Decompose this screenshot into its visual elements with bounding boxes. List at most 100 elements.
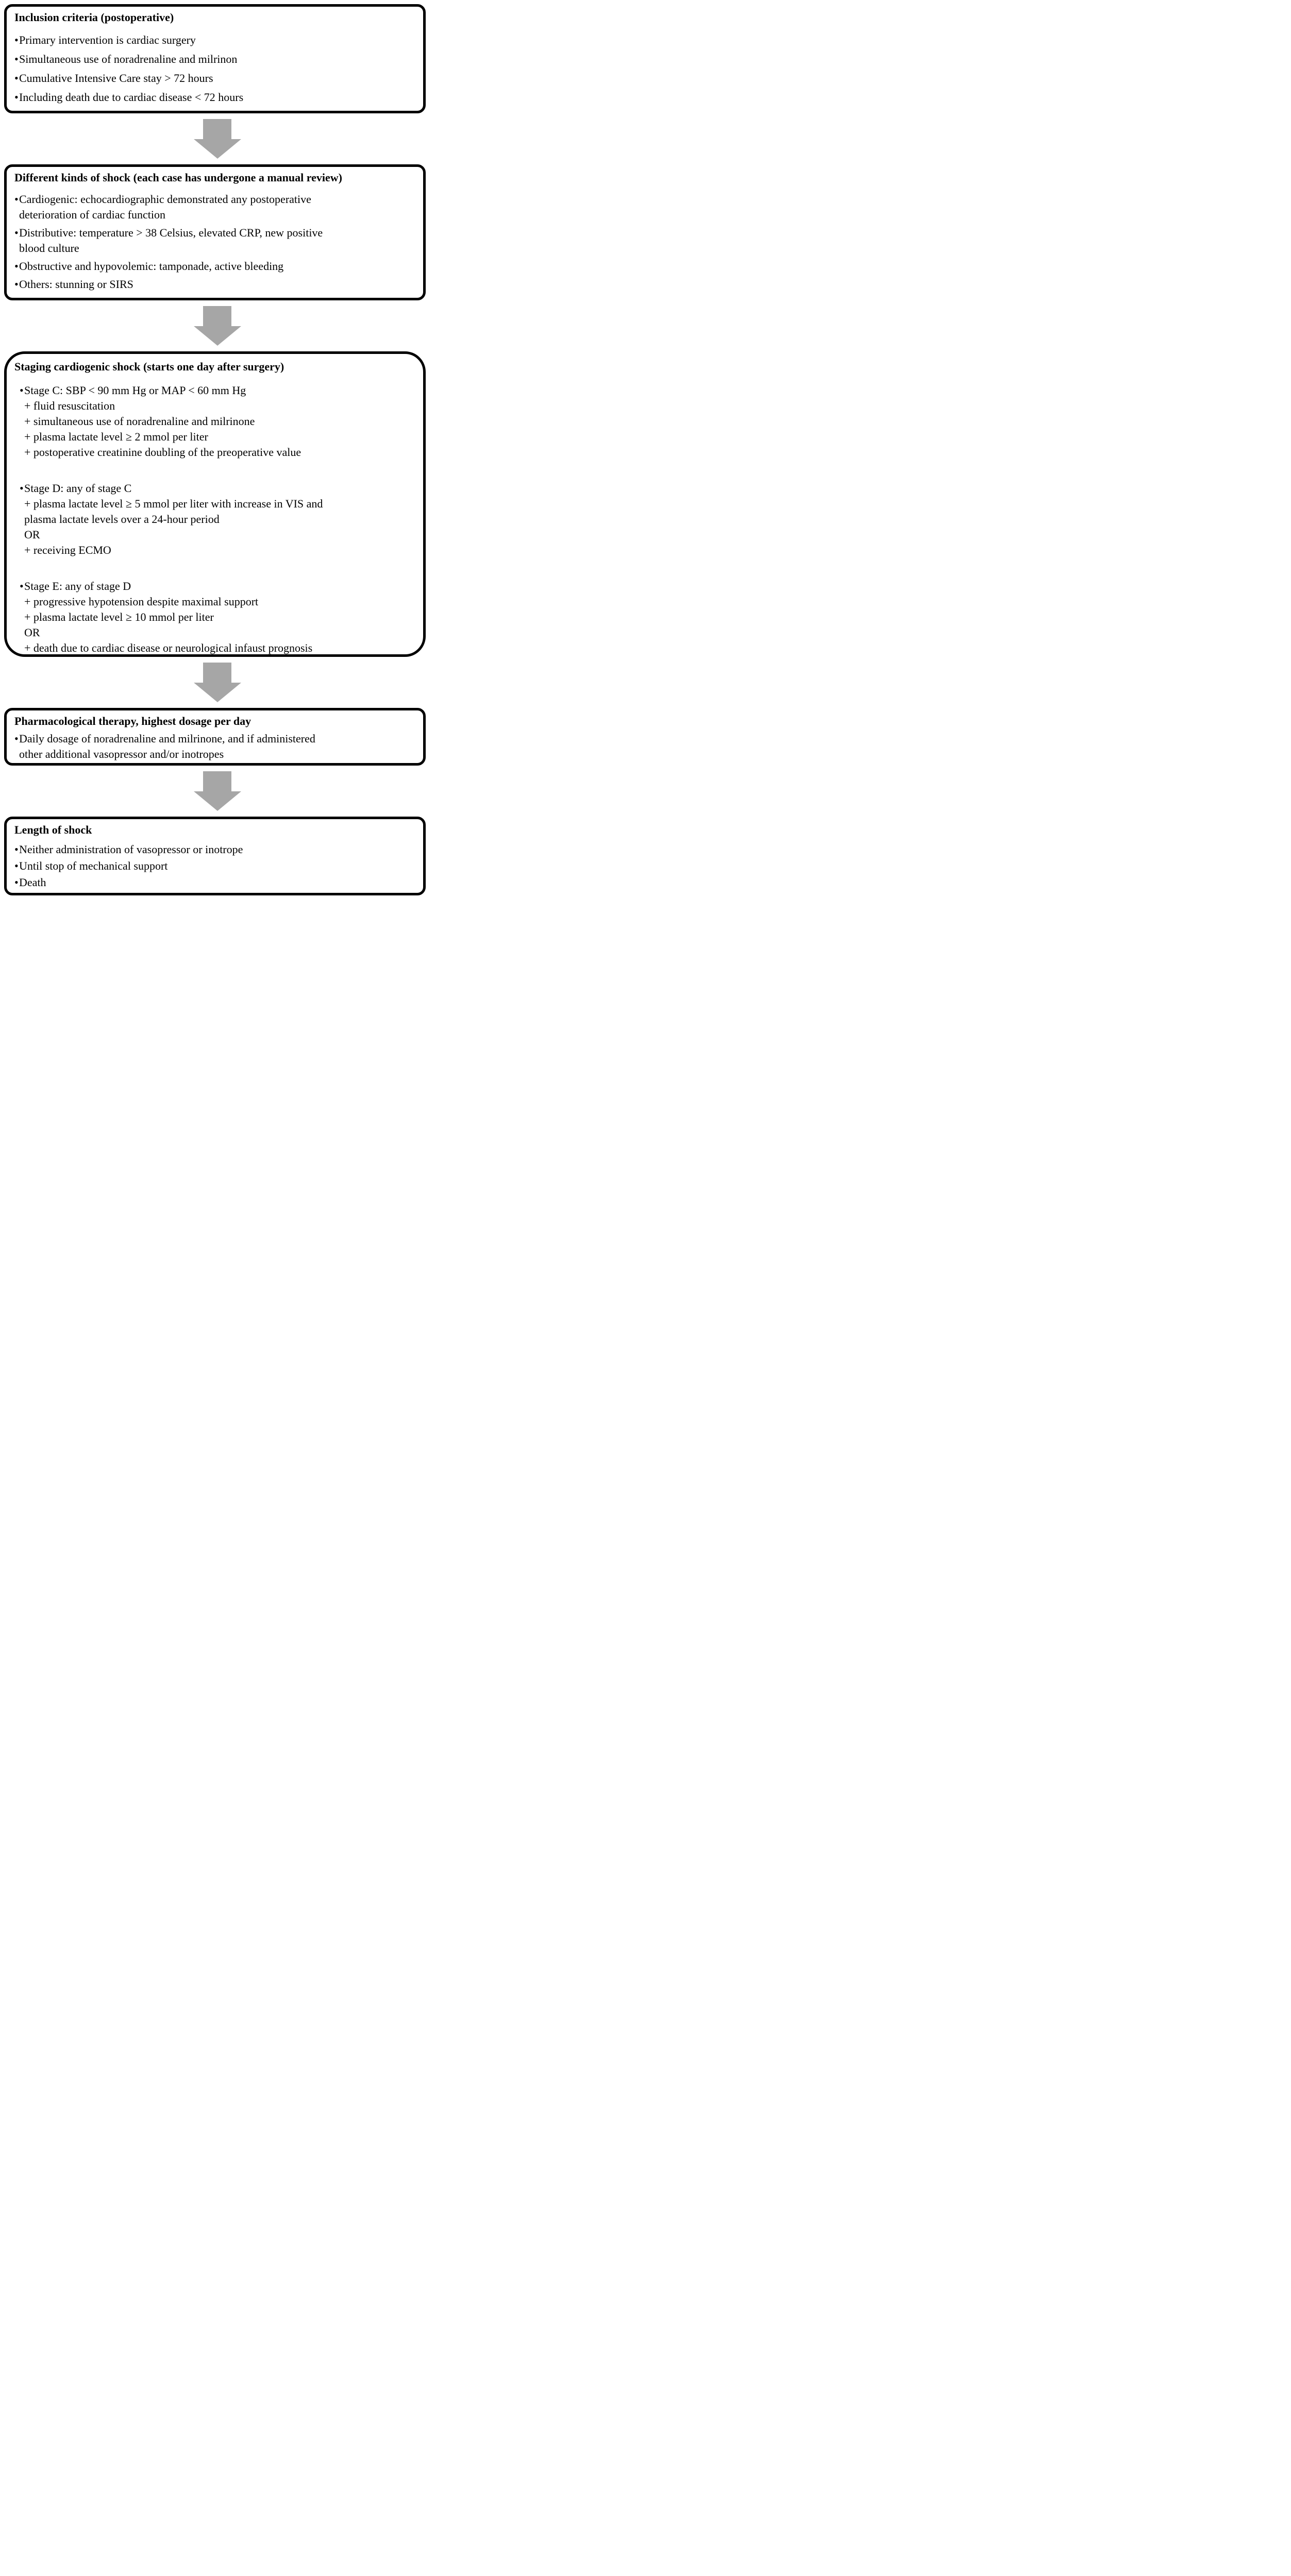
item-line: other additional vasopressor and/or inot… [19,748,224,760]
list-item: • Obstructive and hypovolemic: tamponade… [14,259,418,274]
bullet-icon: • [14,226,19,239]
bullet-icon [20,640,24,654]
bullet-icon: • [20,580,24,592]
item-line: OR [24,626,40,639]
list-item: • Until stop of mechanical support [14,858,418,874]
bullet-icon [20,398,24,414]
list-item: + plasma lactate level ≥ 2 mmol per lite… [20,429,418,445]
box-title: Pharmacological therapy, highest dosage … [14,715,252,727]
item-line: Stage D: any of stage C [24,482,132,495]
bullet-icon: • [20,482,24,495]
item-lines: Cardiogenic: echocardiographic demonstra… [19,192,418,223]
item-line: + death due to cardiac disease or neurol… [24,641,313,654]
bullet-icon: • [14,876,19,889]
box-kinds-of-shock: Different kinds of shock (each case has … [4,164,426,300]
item-line: Distributive: temperature > 38 Celsius, … [19,226,323,239]
bullet-icon: • [14,859,19,872]
item-line: Daily dosage of noradrenaline and milrin… [19,732,315,745]
bullet-icon: • [14,72,19,84]
bullet-icon: • [14,843,19,856]
item-line: + plasma lactate level ≥ 10 mmol per lit… [24,611,214,623]
list-item: • Others: stunning or SIRS [14,277,418,292]
list-item-or: OR [20,527,418,543]
list-item-stage-d: • Stage D: any of stage C [20,481,418,496]
bullet-icon [20,625,24,640]
list-item: • Primary intervention is cardiac surger… [14,32,418,48]
box-title: Staging cardiogenic shock (starts one da… [14,360,284,373]
bullet-icon [20,609,24,625]
bullet-icon: • [14,278,19,291]
arrow-head [193,139,241,159]
box-title: Inclusion criteria (postoperative) [14,11,174,24]
box-staging-cardiogenic-shock: Staging cardiogenic shock (starts one da… [4,351,426,657]
down-arrow-icon [193,306,241,346]
item-line: Until stop of mechanical support [19,859,168,872]
item-line: + fluid resuscitation [24,399,115,412]
bullet-icon: • [14,732,19,745]
list-item: • Death [14,875,418,890]
item-lines: + plasma lactate level ≥ 5 mmol per lite… [24,496,418,527]
item-line: Including death due to cardiac disease <… [19,91,244,104]
list-item: • Daily dosage of noradrenaline and milr… [14,731,418,762]
bullet-icon: • [14,260,19,273]
arrow-head [193,326,241,346]
bullet-icon [20,414,24,429]
down-arrow-icon [193,119,241,159]
list-item: • Cardiogenic: echocardiographic demonst… [14,192,418,223]
item-lines: Daily dosage of noradrenaline and milrin… [19,731,418,762]
item-line: Stage C: SBP < 90 mm Hg or MAP < 60 mm H… [24,384,246,397]
item-line: OR [24,528,40,541]
list-item: + death due to cardiac disease or neurol… [20,640,418,654]
item-line: Cardiogenic: echocardiographic demonstra… [19,193,311,206]
item-line: deterioration of cardiac function [19,208,166,221]
down-arrow-icon [193,663,241,702]
list-item: • Cumulative Intensive Care stay > 72 ho… [14,71,418,86]
item-line: Neither administration of vasopressor or… [19,843,243,856]
arrow-shaft [203,663,231,683]
arrow-head [193,791,241,811]
arrow-shaft [203,306,231,326]
bullet-icon: • [14,91,19,104]
item-line: + simultaneous use of noradrenaline and … [24,415,255,428]
bullet-icon [20,496,24,527]
box-pharmacological-therapy: Pharmacological therapy, highest dosage … [4,708,426,766]
list-item: • Including death due to cardiac disease… [14,90,418,105]
bullet-icon: • [14,33,19,46]
arrow-shaft [203,771,231,791]
list-item-stage-c: • Stage C: SBP < 90 mm Hg or MAP < 60 mm… [20,383,418,398]
item-line: Obstructive and hypovolemic: tamponade, … [19,260,284,273]
bullet-icon [20,527,24,543]
flow-diagram: Inclusion criteria (postoperative) • Pri… [0,0,430,911]
bullet-icon [20,543,24,558]
list-item-or: OR [20,625,418,640]
list-item: + receiving ECMO [20,543,418,558]
list-item: + plasma lactate level ≥ 5 mmol per lite… [20,496,418,527]
item-line: blood culture [19,242,79,255]
list-item: • Neither administration of vasopressor … [14,842,418,857]
list-item: + fluid resuscitation [20,398,418,414]
box-title: Length of shock [14,823,92,836]
arrow-head [193,683,241,702]
item-line: + receiving ECMO [24,544,111,556]
item-line: + postoperative creatinine doubling of t… [24,446,301,459]
item-line: + plasma lactate level ≥ 5 mmol per lite… [24,497,323,510]
bullet-icon: • [20,384,24,397]
bullet-icon [20,445,24,460]
down-arrow-icon [193,771,241,811]
item-line: + progressive hypotension despite maxima… [24,595,259,608]
item-line: Death [19,876,46,889]
box-title: Different kinds of shock (each case has … [14,171,342,184]
list-item: + postoperative creatinine doubling of t… [20,445,418,460]
item-line: Cumulative Intensive Care stay > 72 hour… [19,72,213,84]
box-length-of-shock: Length of shock • Neither administration… [4,817,426,895]
list-item: + progressive hypotension despite maxima… [20,594,418,609]
item-line: Stage E: any of stage D [24,580,131,592]
item-line: Simultaneous use of noradrenaline and mi… [19,53,238,65]
bullet-icon [20,429,24,445]
item-line: + plasma lactate level ≥ 2 mmol per lite… [24,430,208,443]
item-line: Others: stunning or SIRS [19,278,133,291]
list-item: + simultaneous use of noradrenaline and … [20,414,418,429]
list-item: + plasma lactate level ≥ 10 mmol per lit… [20,609,418,625]
item-line: plasma lactate levels over a 24-hour per… [24,513,220,526]
bullet-icon: • [14,53,19,65]
